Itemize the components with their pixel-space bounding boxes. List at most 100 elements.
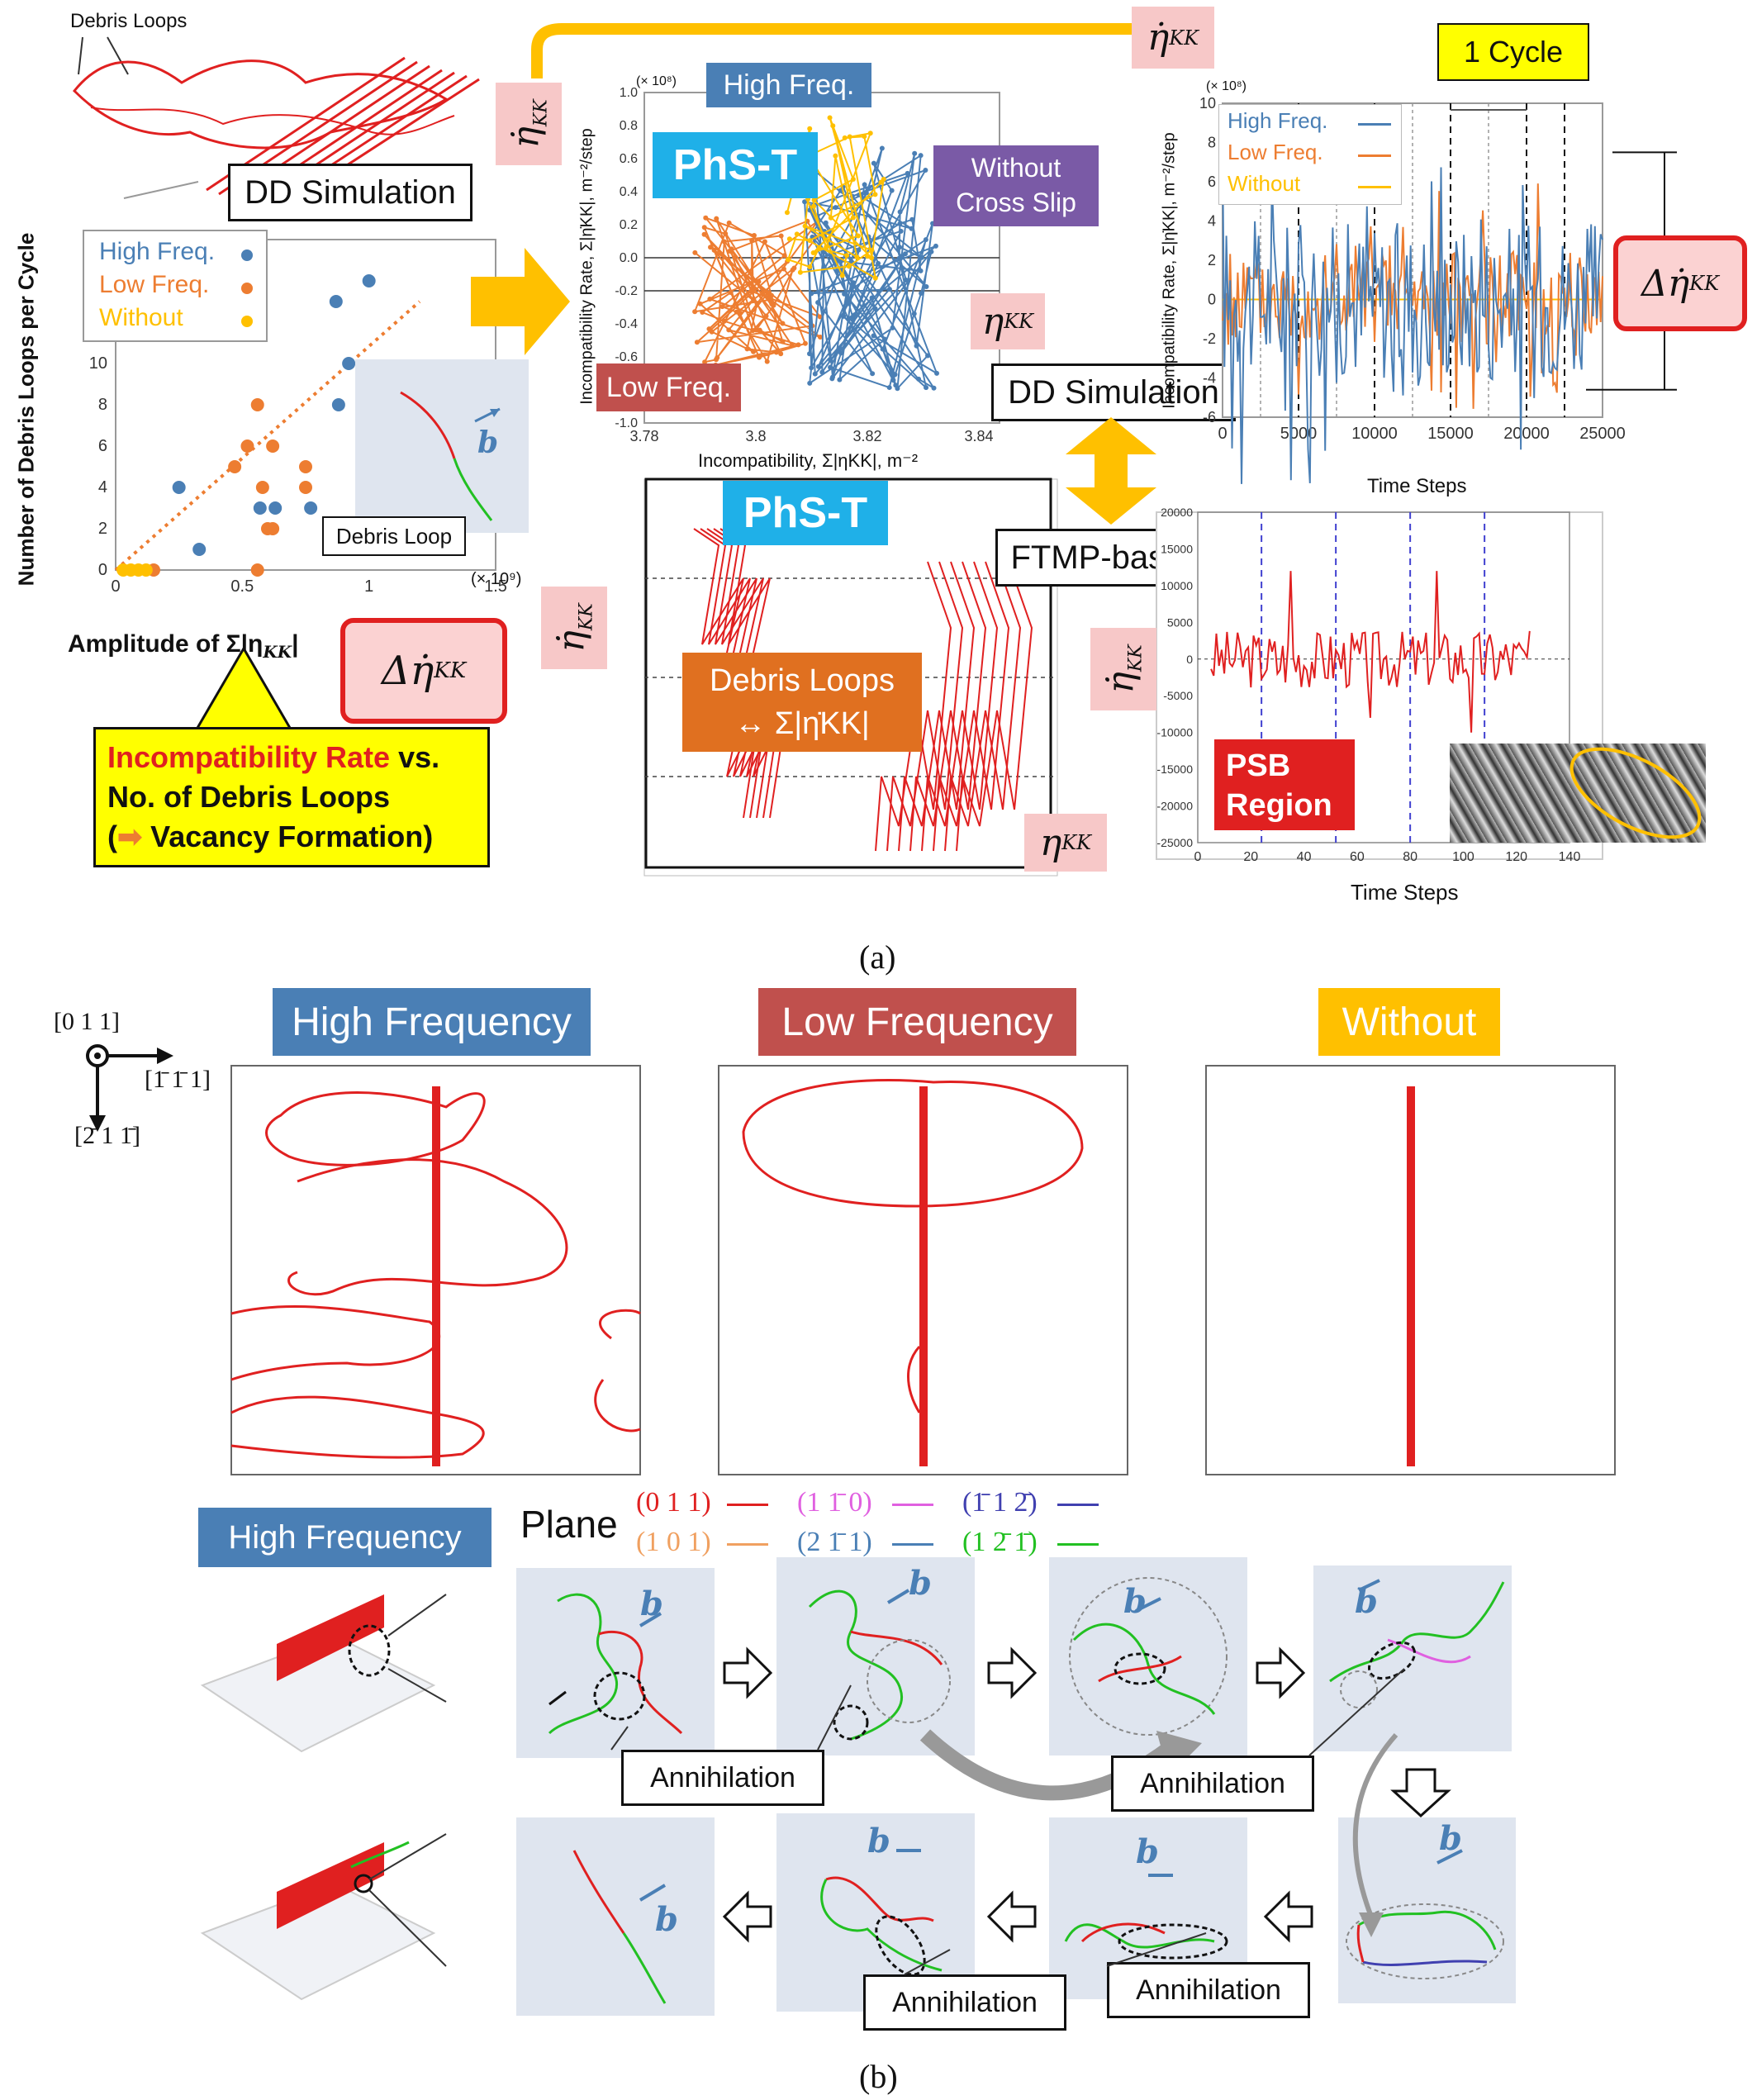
- scatter-point-low: [266, 522, 280, 535]
- time-ytick: -4: [1203, 370, 1216, 387]
- seq-arrow-5: [986, 1890, 1037, 1943]
- legend-without: Without: [99, 304, 183, 331]
- eta-dot-tag-1: η̇KK: [496, 83, 562, 165]
- eta-dot-tag-4: η̇KK: [1090, 628, 1156, 710]
- seq-panel-4: b: [1313, 1565, 1512, 1751]
- time-ytick: 0: [1208, 292, 1216, 308]
- annihilation-label-2: Annihilation: [1111, 1756, 1314, 1812]
- scatter-point-low: [250, 563, 264, 577]
- ftmp-right-loop: [898, 561, 976, 852]
- loop-xtick: 3.84: [964, 428, 993, 444]
- loop-ytick: -0.2: [615, 284, 638, 298]
- time-ytick: 4: [1208, 213, 1216, 230]
- phst-tag-1: PhS-T: [653, 132, 818, 198]
- psb-ellipse: [1569, 747, 1702, 839]
- ftmp-time-xtick: 80: [1403, 850, 1417, 864]
- scatter-point-high: [342, 357, 356, 370]
- ftmp-time-xtick: 140: [1559, 850, 1581, 864]
- seq-arrow-1: [723, 1646, 773, 1699]
- time-series-high: [1222, 146, 1603, 484]
- loop-scale: (× 10⁸): [636, 74, 677, 88]
- loop-ytick: 0.4: [620, 185, 638, 199]
- dd-box-low: [718, 1065, 1128, 1475]
- low-freq-tag: Low Freq.: [596, 363, 741, 411]
- scatter-point-high: [192, 543, 207, 556]
- loop-ytick: 0.0: [620, 251, 638, 265]
- scatter-point-low: [299, 460, 312, 473]
- direction-right: [1̄ 1̄ 1]: [145, 1066, 211, 1093]
- annihilation-label-1: Annihilation: [621, 1750, 824, 1806]
- scatter-ytick: 2: [98, 520, 107, 538]
- header-without: Without: [1318, 988, 1500, 1056]
- scatter-ytick: 10: [89, 354, 107, 373]
- loop-ytick: -0.6: [615, 350, 638, 364]
- scatter-point-low: [250, 398, 264, 411]
- ftmp-right-loop: [886, 561, 964, 852]
- ftmp-time-ytick: 10000: [1161, 579, 1193, 592]
- debris-loop-tag: Debris Loop: [322, 516, 466, 556]
- debris-loops-label: Debris Loops: [70, 10, 188, 32]
- debris-loop-inset: b: [355, 359, 529, 533]
- axis-indicator: [86, 1044, 173, 1132]
- time-ylabel: Incompatibility Rate, Σ|η̇KK|, m⁻²/step: [1160, 132, 1179, 409]
- time-ytick: 2: [1208, 252, 1216, 268]
- loop-ytick: 0.6: [620, 152, 638, 166]
- direction-down: [2̄ 1 1̄]: [74, 1122, 140, 1149]
- ftmp-time-ytick: 0: [1186, 653, 1193, 666]
- one-cycle-tag: 1 Cycle: [1437, 23, 1589, 81]
- scatter-scale: (× 10⁹): [471, 570, 522, 588]
- b-vector-label: b: [477, 425, 499, 460]
- grid-thumbnail-1: [200, 1594, 447, 1753]
- time-legend: High Freq. Low Freq. Without: [1218, 104, 1402, 205]
- ftmp-time-xtick: 120: [1505, 850, 1527, 864]
- annihilation-leaders: [610, 1668, 1405, 1975]
- ftmp-time-ytick: -25000: [1156, 836, 1193, 849]
- seq-arrow-2: [987, 1646, 1038, 1699]
- scatter-point-high: [362, 274, 376, 287]
- dd-box-without: [1205, 1065, 1616, 1475]
- scatter-ytick: 4: [98, 478, 107, 496]
- ftmp-time-xtick: 40: [1297, 850, 1312, 864]
- ftmp-right-loop: [933, 561, 1010, 852]
- orange-double-arrow: [1066, 417, 1156, 525]
- scatter-point-low: [228, 460, 242, 473]
- scatter-ytick: 6: [98, 437, 107, 455]
- high-freq-tag: High Freq.: [706, 63, 871, 107]
- ftmp-right-loop: [944, 561, 1022, 852]
- loop-ytick: 0.2: [620, 218, 638, 232]
- time-scale: (× 10⁸): [1206, 79, 1247, 93]
- time-xtick: 20000: [1503, 425, 1550, 443]
- scatter-xtick: 1: [364, 577, 373, 596]
- eta-dot-tag-3: η̇KK: [541, 587, 607, 669]
- loop-low-trace: [693, 216, 823, 366]
- ftmp-frame: [644, 477, 1052, 869]
- time-ytick: 10: [1199, 95, 1216, 112]
- seq-panel-1: b: [516, 1568, 715, 1758]
- time-ytick: -6: [1203, 409, 1216, 425]
- callout-pointer: [192, 646, 296, 735]
- ftmp-time-ytick: 5000: [1167, 615, 1193, 629]
- debris-loops-tag: Debris Loops↔ Σ|η̇KK|: [682, 653, 922, 752]
- psb-micrograph: [1450, 744, 1706, 843]
- seq-arrow-3: [1256, 1646, 1306, 1699]
- ftmp-time-xtick: 100: [1452, 850, 1474, 864]
- caption-a: (a): [859, 938, 896, 976]
- scatter-ylabel: Number of Debris Loops per Cycle: [13, 232, 39, 587]
- scatter-point-high: [329, 295, 343, 308]
- ftmp-time-ytick: -20000: [1156, 800, 1193, 813]
- plane-legend: (0 1 1) (1 1̄ 0) (1̄ 1 2̄) (1 0 1) (2 1̄…: [636, 1487, 1132, 1570]
- loop-xtick: 3.82: [852, 428, 881, 444]
- loop-without-point: [784, 210, 790, 216]
- scatter-point-high: [253, 501, 267, 515]
- ftmp-time-ytick: -5000: [1163, 689, 1193, 702]
- loop-ytick: 0.8: [620, 119, 638, 133]
- incompatibility-callout: Incompatibility Rate vs. No. of Debris L…: [93, 727, 490, 867]
- time-ytick: -2: [1203, 330, 1216, 347]
- time-xtick: 5000: [1280, 425, 1318, 443]
- scatter-point-high: [304, 501, 318, 515]
- scatter-point-high: [268, 501, 283, 515]
